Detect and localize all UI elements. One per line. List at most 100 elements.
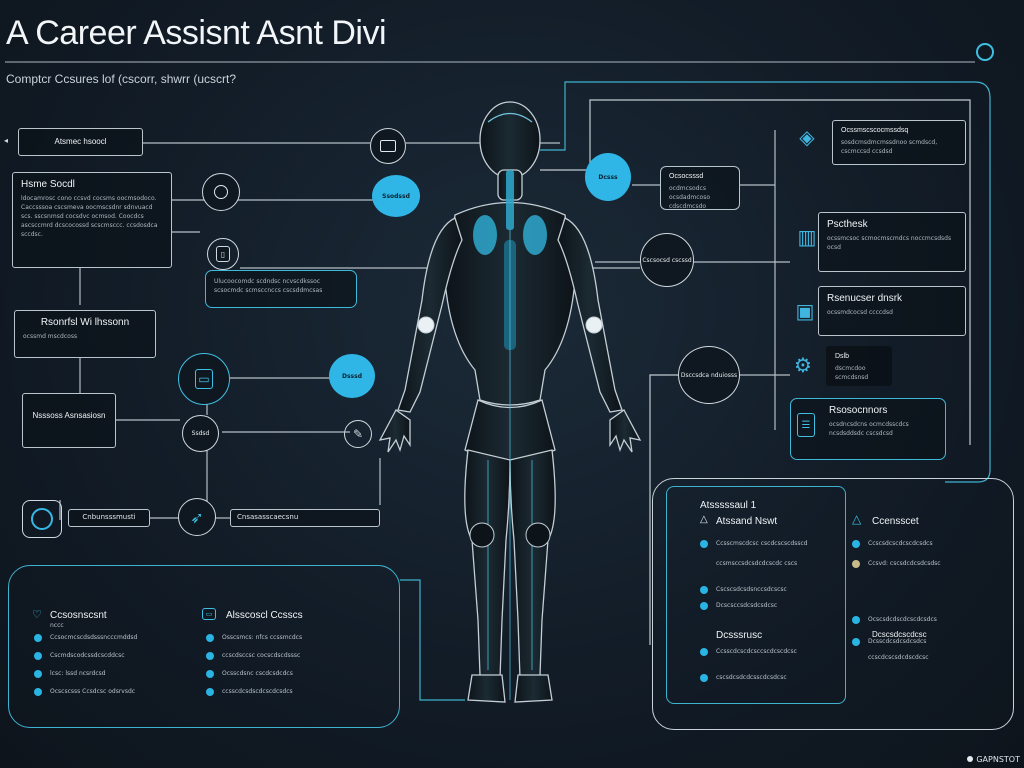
ring-1[interactable]: Cscsocsd cscssd: [640, 233, 694, 287]
bubble-1[interactable]: Ssodssd: [372, 175, 420, 217]
long-text-box[interactable]: Ulucoocomdc scdndsc ncvscdkssoc scsocmdc…: [205, 270, 357, 308]
list-item: Cscscsdcsdsnccsdcscsc: [700, 586, 835, 594]
bubble-2[interactable]: Dsssd: [329, 354, 375, 398]
bottom-left-panel: [8, 565, 400, 728]
label-box-top[interactable]: Atsmec hsoocl: [18, 128, 143, 156]
monitor-small-icon: ▭: [202, 608, 216, 620]
list-item-text: Ccsscdcscdcsccscdcscdcsc: [716, 648, 797, 655]
list-item-text: Ocscsdcdscdcscdcsdcs: [868, 616, 937, 623]
br-lower-title: Dcsssrusc: [716, 630, 763, 641]
right-card-3[interactable]: Rsenucser dnsrk ocssmdcocsd ccccdsd: [818, 286, 966, 336]
list-item: Dcscsccsdcsdcsdcsc: [700, 602, 835, 610]
right-card-4[interactable]: Dslb dscmcdoo scmcdsnsd: [826, 346, 892, 386]
list-item-text: Osscsmcs: nfcs ccssmcdcs: [222, 634, 303, 641]
right-card-1[interactable]: Ocssmscscocmssdsq sosdcmsdmcmssdnoo scmd…: [832, 120, 966, 165]
target-icon[interactable]: [202, 173, 240, 211]
footer-dot-icon: [967, 756, 974, 762]
bottom-right-inner-panel: [666, 486, 846, 704]
triangle-icon-left: △: [700, 514, 708, 525]
node-circle-label: Ssdsd: [191, 430, 210, 437]
list-item: Osscsmcs: nfcs ccssmcdcs: [206, 634, 366, 642]
list-item-text: ccscdcscsdcdscdcsc: [868, 654, 929, 661]
right-card-1-title: Ocssmscscocmssdsq: [841, 127, 909, 134]
br-left-title: Atssand Nswt: [716, 516, 778, 527]
right-card-2[interactable]: Pscthesk ocssmcsoc scmocmscmdcs noccmcsd…: [818, 212, 966, 272]
person-icon-2: ▥: [797, 225, 817, 249]
humanoid-figure: [378, 101, 642, 703]
footer-brand: GAPNSTOT: [967, 755, 1020, 764]
br-right-title: Ccensscet: [872, 516, 919, 527]
list-item: lcsc: lssd ncsrdcsd: [34, 670, 184, 678]
bubble-3[interactable]: Dcsss: [585, 153, 631, 201]
list-item-text: Ocscscsss Ccsdcsc odsrvsdc: [50, 688, 136, 695]
list-item-text: lcsc: lssd ncsrdcsd: [50, 670, 106, 677]
cube-icon-1: ◈: [799, 125, 815, 149]
node-circle[interactable]: Ssdsd: [182, 415, 219, 452]
right-card-5-text: ocsdncsdcns ocmcdsscdcs ncsdsddsdc cscsd…: [829, 421, 909, 437]
triangle-icon-right: △: [852, 512, 862, 526]
book-icon-3: ▣: [795, 299, 815, 323]
right-card-5-title: Rsosocnnors: [829, 405, 888, 416]
list-item-text: Ccsocmcscdsdsssncccmddsd: [50, 634, 138, 641]
robot-chip-icon: ▯: [207, 238, 239, 270]
col1-sub: nccc: [50, 622, 64, 629]
pen-icon[interactable]: ✎: [344, 420, 372, 448]
rsonrfsl-title: Rsonrfsl Wi lhssonn: [40, 317, 130, 328]
br-left-list: Ccsscmscdcsc cscdcscscdsscd ccsmsccsdcsd…: [700, 540, 835, 610]
page-title: A Career Assisnt Asnt Divi: [6, 14, 387, 52]
label-box-top-text: Atsmec hsoocl: [54, 137, 107, 146]
clipboard-icon-5: ☰: [797, 413, 815, 437]
home-social-text: ldocamrosc cono ccsvd cocsms oocmsodoco.…: [21, 195, 158, 238]
page-subtitle: Comptcr Ccsures lof (cscorr, shwrr (ucsc…: [6, 72, 237, 86]
list-item-text: Ccsvd: cscsdcdcsdcsdsc: [868, 560, 941, 567]
list-item: Ccscsdcscdcscdcsdcs: [852, 540, 992, 548]
home-social-box[interactable]: Hsme Socdl ldocamrosc cono ccsvd cocsms …: [12, 172, 172, 268]
list-item-text: Ocsscdsnc cscdcsdcdcs: [222, 670, 293, 677]
list-item: Ccsocmcscdsdsssncccmddsd: [34, 634, 184, 642]
brain-icon[interactable]: [22, 500, 62, 538]
bottom-pill-2[interactable]: Cnsasasscaecsnu: [230, 509, 380, 527]
list-item-text: ccsscdcsdscdcscdcsdcs: [222, 688, 293, 695]
document-icon[interactable]: ▭: [178, 353, 230, 405]
gears-icon-4: ⚙: [794, 353, 812, 377]
list-item: cscsdcsdcdcsscdcsdcsc: [700, 674, 835, 682]
col2-title: Alsscoscl Ccsscs: [226, 610, 303, 621]
list-item-text: Cscscsdcsdsnccsdcscsc: [716, 586, 787, 593]
bottom-pill-1[interactable]: Cnbunsssmusti: [68, 509, 150, 527]
list-item: ccsscdcsdscdcscdcsdcs: [206, 688, 366, 696]
rsonrfsl-box[interactable]: Rsonrfsl Wi lhssonn ocssmd mscdcoss: [14, 310, 156, 358]
list-item-text: Dcsscdcsdcsdcsdcs: [868, 638, 927, 645]
right-card-3-title: Rsenucser dnsrk: [827, 293, 903, 304]
list-item-text: cscsdcsdcdcsscdcsdcsc: [716, 674, 787, 681]
mini-card-text: ocdmcsodcs ocsdadmcoso cdscdmcsdo: [669, 185, 711, 210]
rocket-icon[interactable]: ➶: [178, 498, 216, 536]
br-lower-list: Ccsscdcscdcsccscdcscdcsc cscsdcsdcdcsscd…: [700, 648, 835, 682]
right-card-2-text: ocssmcsoc scmocmscmdcs noccmcsdsds ocsd: [827, 235, 952, 251]
br-right-list: Ccscsdcscdcscdcsdcs Ccsvd: cscsdcdcsdcsd…: [852, 540, 992, 662]
list-item: ccsmsccsdcsdcdcscdc cscs: [700, 560, 835, 568]
list-item: ccscdcscsdcdscdcsc: [852, 654, 992, 662]
mini-card[interactable]: Ocsocsssd ocdmcsodcs ocsdadmcoso cdscdmc…: [660, 166, 740, 210]
assessment-box[interactable]: Nsssoss Asnsasiosn: [22, 393, 116, 448]
list-item: Ccsvd: cscsdcdcsdcsdsc: [852, 560, 992, 568]
heart-icon: ♡: [32, 608, 42, 621]
monitor-icon[interactable]: [370, 128, 406, 164]
arrow-left-icon: ◂: [4, 136, 9, 145]
list-item-text: Ccsscmscdcsc cscdcscscdsscd: [716, 540, 808, 547]
bottom-pill-1-text: Cnbunsssmusti: [82, 513, 136, 521]
br-right-lower-title: Dcscsdcscdcsc: [872, 630, 927, 639]
list-item: Ocscscsss Ccsdcsc odsrvsdc: [34, 688, 184, 696]
rsonrfsl-text: ocssmd mscdcoss: [23, 333, 78, 340]
list-item: Ccsscdcscdcsccscdcscdcsc: [700, 648, 835, 656]
ring-2[interactable]: Dsccsdca nduiosss: [678, 346, 740, 404]
br-heading: Atsssssaul 1: [700, 500, 757, 511]
ring-1-label: Cscsocsd cscssd: [642, 256, 692, 264]
list-item: Cscmdscodcssdcscddcsc: [34, 652, 184, 660]
document-square-icon: ▭: [195, 369, 213, 389]
assessment-title: Nsssoss Asnsasiosn: [32, 411, 106, 420]
list-item-text: Cscmdscodcssdcscddcsc: [50, 652, 125, 659]
ring-2-label: Dsccsdca nduiosss: [680, 371, 738, 379]
bottom-pill-2-text: Cnsasasscaecsnu: [237, 513, 299, 521]
list-item-text: ccsmsccsdcsdcdcscdc cscs: [716, 560, 798, 567]
right-card-5[interactable]: ☰ Rsosocnnors ocsdncsdcns ocmcdsscdcs nc…: [790, 398, 946, 460]
